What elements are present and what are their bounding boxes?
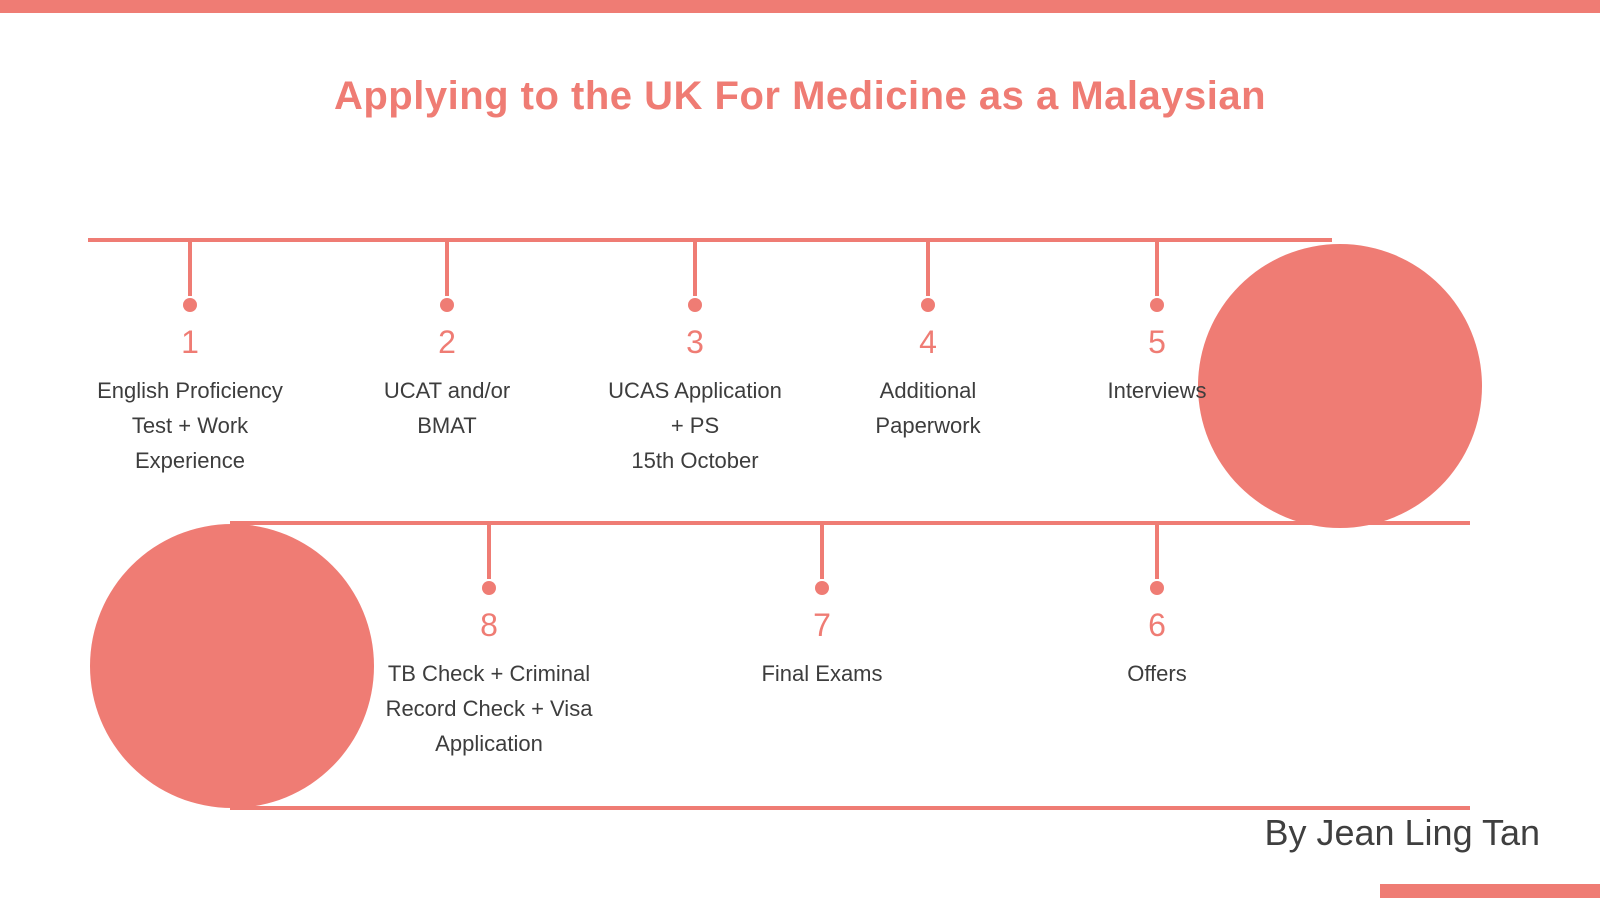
timeline-bottom-start-circle bbox=[90, 524, 374, 808]
step-label: UCAS Application + PS 15th October bbox=[608, 378, 782, 474]
timeline-step-8: 8 TB Check + Criminal Record Check + Vis… bbox=[329, 523, 649, 762]
step-label: Interviews bbox=[1107, 378, 1207, 403]
tick-dot bbox=[688, 298, 702, 312]
step-number: 7 bbox=[813, 607, 831, 643]
tick-dot bbox=[440, 298, 454, 312]
author-credit: By Jean Ling Tan bbox=[1264, 812, 1540, 853]
tick-dot bbox=[482, 581, 496, 595]
footer-rule-line bbox=[230, 806, 1470, 810]
timeline-step-1: 1 English Proficiency Test + Work Experi… bbox=[30, 240, 350, 479]
timeline-step-7: 7 Final Exams bbox=[662, 523, 982, 691]
timeline-top-end-circle bbox=[1198, 244, 1482, 528]
step-label: UCAT and/or BMAT bbox=[383, 378, 511, 439]
tick-line bbox=[1155, 240, 1159, 296]
tick-line bbox=[693, 240, 697, 296]
top-accent-bar bbox=[0, 0, 1600, 13]
tick-line bbox=[820, 523, 824, 579]
tick-line bbox=[188, 240, 192, 296]
timeline-step-6: 6 Offers bbox=[997, 523, 1317, 691]
timeline-bottom-line bbox=[230, 521, 1470, 525]
page-title: Applying to the UK For Medicine as a Mal… bbox=[333, 74, 1267, 118]
bottom-accent-bar bbox=[1380, 884, 1600, 898]
timeline-step-5: 5 Interviews bbox=[997, 240, 1317, 408]
tick-line bbox=[487, 523, 491, 579]
step-number: 8 bbox=[480, 607, 498, 643]
tick-line bbox=[1155, 523, 1159, 579]
step-label: Additional Paperwork bbox=[875, 378, 981, 439]
step-number: 1 bbox=[181, 324, 199, 360]
tick-dot bbox=[921, 298, 935, 312]
step-number: 4 bbox=[919, 324, 937, 360]
tick-line bbox=[926, 240, 930, 296]
tick-dot bbox=[183, 298, 197, 312]
step-label: Offers bbox=[1127, 661, 1187, 686]
tick-dot bbox=[1150, 581, 1164, 595]
step-label: English Proficiency Test + Work Experien… bbox=[97, 378, 283, 474]
timeline-top-line bbox=[88, 238, 1332, 242]
step-label: TB Check + Criminal Record Check + Visa … bbox=[385, 661, 593, 757]
step-label: Final Exams bbox=[761, 661, 883, 686]
step-number: 6 bbox=[1148, 607, 1166, 643]
timeline-step-2: 2 UCAT and/or BMAT bbox=[287, 240, 607, 443]
tick-dot bbox=[815, 581, 829, 595]
step-number: 3 bbox=[686, 324, 704, 360]
tick-line bbox=[445, 240, 449, 296]
step-number: 2 bbox=[438, 324, 456, 360]
timeline-step-3: 3 UCAS Application + PS 15th October bbox=[535, 240, 855, 479]
step-number: 5 bbox=[1148, 324, 1166, 360]
timeline-step-4: 4 Additional Paperwork bbox=[768, 240, 1088, 443]
tick-dot bbox=[1150, 298, 1164, 312]
